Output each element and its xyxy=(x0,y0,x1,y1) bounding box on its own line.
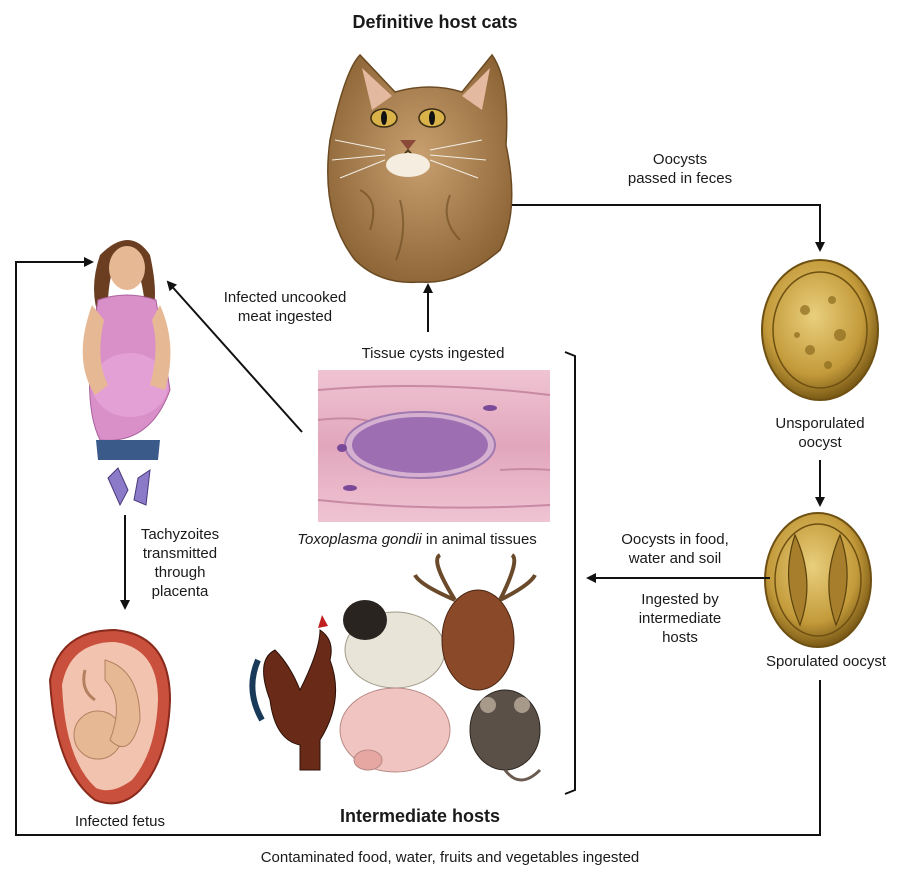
arrow-cat-to-unsporulated xyxy=(512,205,820,250)
contaminated-food-label: Contaminated food, water, fruits and veg… xyxy=(150,848,750,867)
oocysts-food-line-2: water and soil xyxy=(600,549,750,568)
toxoplasma-caption: Toxoplasma gondii in animal tissues xyxy=(262,530,572,549)
tissue-cysts-label: Tissue cysts ingested xyxy=(318,344,548,363)
intermediate-hosts-title: Intermediate hosts xyxy=(305,806,535,827)
unsporulated-oocyst-label: Unsporulated oocyst xyxy=(760,414,880,452)
tachyzoites-line-2: transmitted xyxy=(130,544,230,563)
cat-illustration xyxy=(328,55,512,282)
tissue-cyst-illustration xyxy=(318,370,550,522)
definitive-host-title: Definitive host cats xyxy=(320,12,550,33)
ingested-by-label: Ingested by intermediate hosts xyxy=(610,590,750,647)
pig-illustration xyxy=(340,688,450,772)
oocysts-in-food-label: Oocysts in food, water and soil xyxy=(600,530,750,568)
infected-meat-line-2: meat ingested xyxy=(200,307,370,326)
sporulated-oocyst-illustration xyxy=(765,513,871,647)
oocysts-passed-label: Oocysts passed in feces xyxy=(610,150,750,188)
toxoplasma-name: Toxoplasma gondii xyxy=(297,531,422,548)
sporulated-oocyst-label: Sporulated oocyst xyxy=(748,652,904,671)
oocysts-passed-line-1: Oocysts xyxy=(610,150,750,169)
infected-fetus-illustration xyxy=(50,630,170,803)
toxoplasma-caption-rest: in animal tissues xyxy=(422,531,537,548)
rat-illustration xyxy=(470,690,540,780)
unsporulated-line-2: oocyst xyxy=(760,433,880,452)
sheep-illustration xyxy=(343,600,445,688)
intermediate-hosts-bracket xyxy=(565,352,575,794)
tachyzoites-line-4: placenta xyxy=(130,582,230,601)
pregnant-woman-illustration xyxy=(83,240,171,505)
unsporulated-oocyst-illustration xyxy=(762,260,878,400)
infected-fetus-label: Infected fetus xyxy=(50,812,190,831)
tachyzoites-label: Tachyzoites transmitted through placenta xyxy=(130,525,230,601)
rooster-illustration xyxy=(252,615,335,770)
infected-meat-label: Infected uncooked meat ingested xyxy=(200,288,370,326)
tachyzoites-line-3: through xyxy=(130,563,230,582)
unsporulated-line-1: Unsporulated xyxy=(760,414,880,433)
oocysts-passed-line-2: passed in feces xyxy=(610,169,750,188)
infected-meat-line-1: Infected uncooked xyxy=(200,288,370,307)
tachyzoites-line-1: Tachyzoites xyxy=(130,525,230,544)
ingested-by-line-3: hosts xyxy=(610,628,750,647)
ingested-by-line-2: intermediate xyxy=(610,609,750,628)
intermediate-host-animals xyxy=(252,555,540,780)
ingested-by-line-1: Ingested by xyxy=(610,590,750,609)
oocysts-food-line-1: Oocysts in food, xyxy=(600,530,750,549)
